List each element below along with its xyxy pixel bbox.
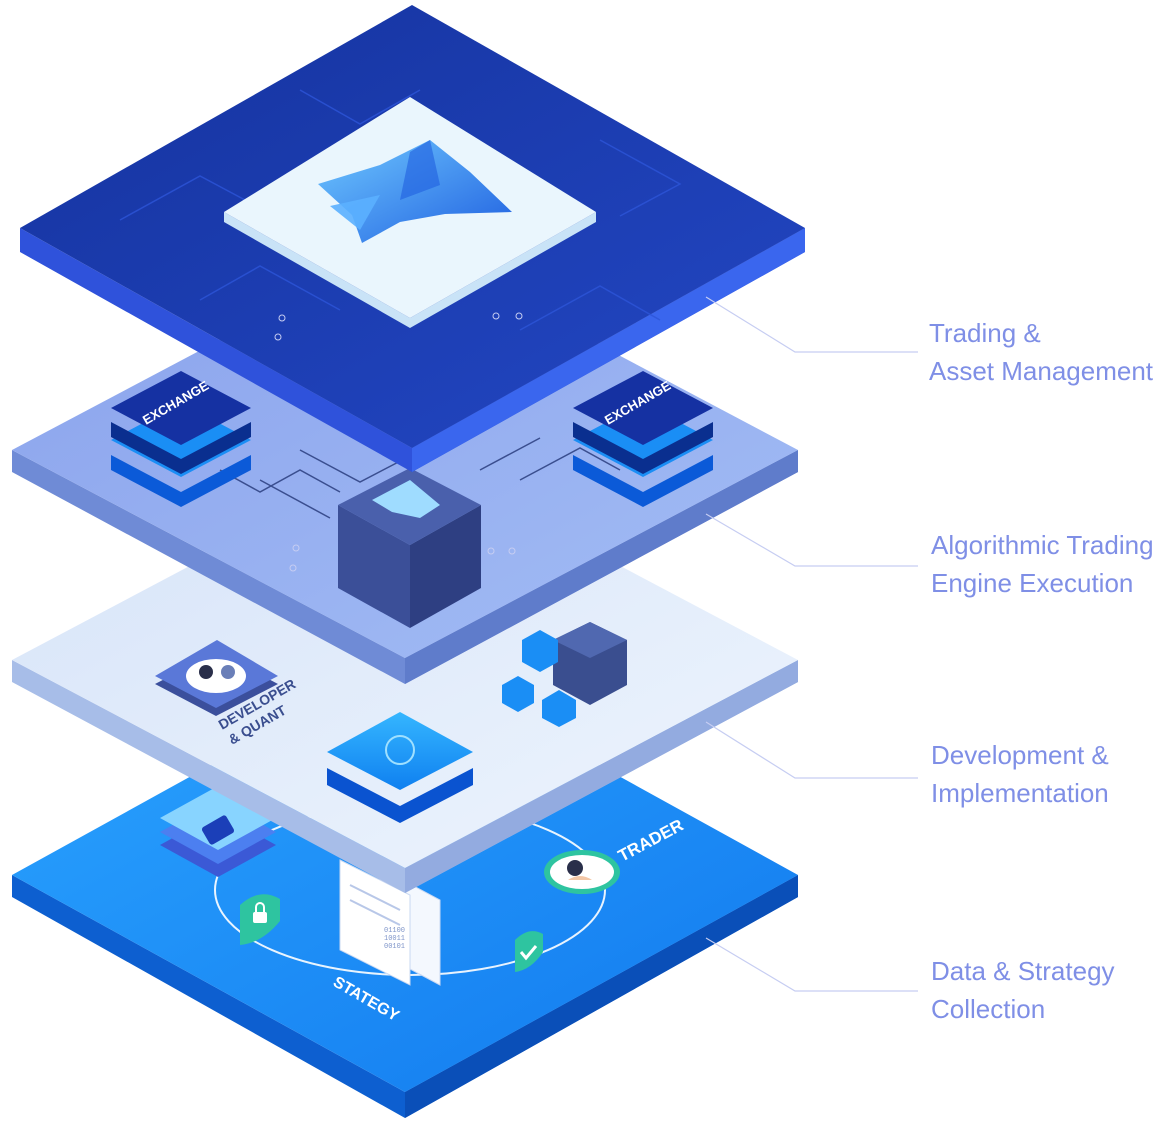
- check-shield-icon: [515, 931, 543, 972]
- connector-layer-2: [705, 513, 918, 567]
- exchange-stack-left: [111, 371, 251, 507]
- globe-icon: [385, 735, 415, 765]
- globe-tile: [327, 712, 473, 823]
- doc-digits-2: 10011: [384, 935, 405, 943]
- exchange-stack-right: [573, 371, 713, 507]
- connector-layer-4: [705, 937, 918, 992]
- engine-wolf-logo: [372, 480, 440, 518]
- top-circuit-lines: [119, 89, 682, 331]
- wolf-logo: [318, 140, 512, 243]
- label-development-line2: Implementation: [931, 778, 1109, 808]
- label-data-strategy-line1: Data & Strategy: [931, 956, 1115, 986]
- strategy-documents: 01100 10011 00101: [339, 859, 441, 986]
- lock-icon: [240, 894, 280, 945]
- chip-tile: [160, 786, 276, 877]
- label-algorithmic-engine-line1: Algorithmic Trading: [931, 530, 1154, 560]
- trader-avatar: [544, 850, 620, 894]
- label-development-line1: Development &: [931, 740, 1109, 770]
- label-data-strategy: Data & Strategy Collection: [931, 952, 1115, 1028]
- connector-layer-1: [705, 296, 918, 353]
- logo-tile: [224, 97, 596, 328]
- label-trading-asset-line1: Trading &: [929, 318, 1041, 348]
- layer-trading-asset: [20, 5, 805, 572]
- connector-layer-3: [705, 721, 918, 779]
- doc-digits-3: 00101: [384, 943, 405, 951]
- connector-dots: [274, 312, 523, 572]
- doc-digits-1: 01100: [384, 927, 405, 935]
- engine-cube: [338, 468, 481, 628]
- label-trading-asset-line2: Asset Management: [929, 356, 1154, 386]
- chip-icon: [201, 815, 235, 845]
- label-trading-asset: Trading & Asset Management: [929, 314, 1153, 390]
- label-algorithmic-engine-line2: Engine Execution: [931, 568, 1134, 598]
- engine-circuit-lines: [219, 437, 621, 519]
- label-development: Development & Implementation: [931, 736, 1109, 812]
- label-data-strategy-line2: Collection: [931, 994, 1046, 1024]
- module-cubes: [502, 622, 627, 727]
- label-connectors: [705, 296, 918, 992]
- label-algorithmic-engine: Algorithmic Trading Engine Execution: [931, 526, 1154, 602]
- developer-avatar: [186, 659, 246, 693]
- developer-quant-tile: [155, 640, 278, 716]
